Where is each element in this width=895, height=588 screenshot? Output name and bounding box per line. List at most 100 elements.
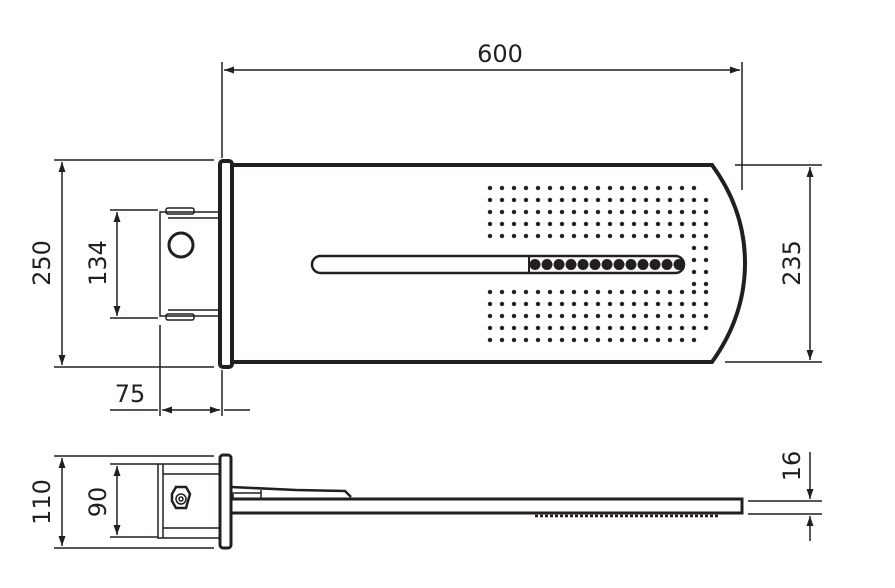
- slot-jet: [649, 259, 661, 270]
- spray-nozzle: [643, 301, 649, 307]
- spray-nozzle: [511, 313, 517, 319]
- spray-nozzle: [583, 325, 589, 331]
- slot-jet: [625, 259, 637, 270]
- spray-nozzle: [691, 325, 697, 331]
- spray-nozzle: [583, 185, 589, 191]
- spray-nozzle: [655, 289, 661, 295]
- spray-nozzle: [667, 325, 673, 331]
- spray-nozzle: [511, 337, 517, 343]
- spray-nozzle: [703, 281, 709, 287]
- label-thickness: 16: [778, 451, 806, 482]
- spray-nozzle: [655, 301, 661, 307]
- spray-nozzle: [487, 221, 493, 227]
- slot-jet: [637, 259, 649, 270]
- spray-nozzle: [703, 209, 709, 215]
- spray-nozzle: [571, 197, 577, 203]
- spray-nozzle: [667, 221, 673, 227]
- spray-nozzle: [631, 313, 637, 319]
- spray-nozzle: [667, 301, 673, 307]
- spray-nozzle: [523, 209, 529, 215]
- spray-nozzle: [511, 185, 517, 191]
- spray-nozzle: [583, 221, 589, 227]
- spray-nozzle: [679, 233, 685, 239]
- spray-nozzle: [583, 289, 589, 295]
- spray-nozzle: [547, 209, 553, 215]
- spray-nozzle: [499, 301, 505, 307]
- spray-nozzle: [703, 245, 709, 251]
- slot-jet: [661, 259, 673, 270]
- spray-nozzle: [523, 325, 529, 331]
- spray-nozzle: [655, 325, 661, 331]
- spray-nozzle: [583, 209, 589, 215]
- side-view: [157, 453, 744, 550]
- spray-nozzle: [547, 325, 553, 331]
- spray-nozzle: [547, 233, 553, 239]
- dimension-side-box: [110, 463, 158, 538]
- spray-nozzle: [571, 221, 577, 227]
- spray-nozzle: [703, 257, 709, 263]
- spray-nozzle: [619, 313, 625, 319]
- slot-jet: [589, 259, 601, 270]
- spray-nozzle: [607, 197, 613, 203]
- spray-nozzle: [547, 221, 553, 227]
- spray-nozzle: [523, 337, 529, 343]
- spray-nozzle: [571, 289, 577, 295]
- spray-nozzle: [631, 221, 637, 227]
- label-total-height: 250: [28, 240, 56, 286]
- spray-nozzle: [511, 233, 517, 239]
- spray-nozzle: [559, 209, 565, 215]
- spray-nozzle: [679, 221, 685, 227]
- spray-nozzle: [619, 337, 625, 343]
- spray-nozzle: [703, 197, 709, 203]
- spray-nozzle: [679, 185, 685, 191]
- spray-nozzle: [607, 221, 613, 227]
- spray-nozzle: [511, 325, 517, 331]
- spray-nozzle: [583, 337, 589, 343]
- spray-nozzle: [559, 301, 565, 307]
- spray-nozzle: [511, 209, 517, 215]
- spray-nozzle: [691, 185, 697, 191]
- spray-nozzle: [487, 185, 493, 191]
- spray-nozzle: [679, 209, 685, 215]
- slot-jet: [553, 259, 565, 270]
- inlet-icon: [167, 231, 195, 259]
- spray-nozzle: [643, 221, 649, 227]
- dimension-thickness: [748, 452, 822, 541]
- spray-nozzle: [499, 185, 505, 191]
- spray-nozzle: [703, 269, 709, 275]
- slot-jet: [601, 259, 613, 270]
- spray-nozzle: [655, 313, 661, 319]
- spray-nozzle: [703, 313, 709, 319]
- spray-nozzle: [655, 185, 661, 191]
- spray-nozzle: [607, 325, 613, 331]
- spray-nozzle: [607, 313, 613, 319]
- spray-nozzle: [607, 209, 613, 215]
- spray-nozzle: [655, 337, 661, 343]
- spray-nozzle: [487, 301, 493, 307]
- spray-nozzle: [583, 301, 589, 307]
- spray-nozzle: [583, 233, 589, 239]
- spray-nozzle: [499, 337, 505, 343]
- spray-nozzle: [595, 185, 601, 191]
- spray-nozzle: [619, 197, 625, 203]
- spray-nozzle: [535, 337, 541, 343]
- spray-nozzle: [535, 289, 541, 295]
- dimension-total-height: [54, 159, 214, 368]
- spray-nozzle: [643, 325, 649, 331]
- spray-nozzle: [619, 325, 625, 331]
- slot-jet: [565, 259, 577, 270]
- wall-flange: [218, 159, 234, 369]
- spray-nozzle: [511, 197, 517, 203]
- spray-nozzle: [523, 197, 529, 203]
- spray-nozzle: [595, 337, 601, 343]
- spray-nozzle: [523, 233, 529, 239]
- spray-nozzle: [643, 337, 649, 343]
- spray-nozzle: [595, 233, 601, 239]
- spray-nozzle: [511, 301, 517, 307]
- spray-nozzle: [619, 221, 625, 227]
- spray-nozzle: [679, 313, 685, 319]
- spray-nozzle: [595, 221, 601, 227]
- spray-nozzle: [619, 185, 625, 191]
- spray-nozzle: [535, 233, 541, 239]
- spray-nozzle: [523, 301, 529, 307]
